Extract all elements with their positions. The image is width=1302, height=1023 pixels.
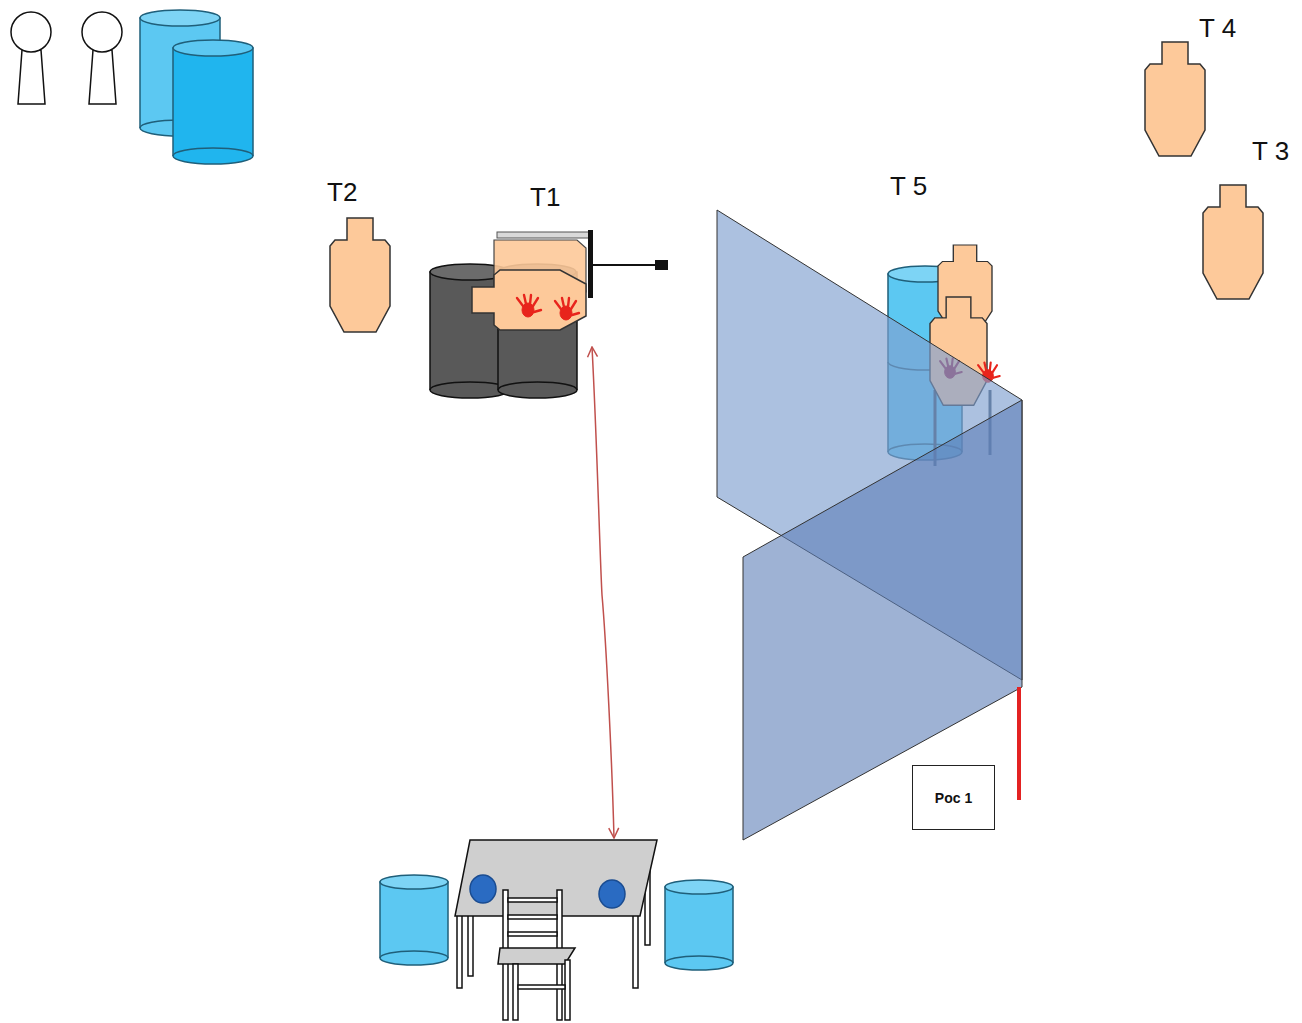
paper-target (330, 218, 390, 332)
popper (11, 12, 122, 104)
chair (498, 890, 575, 1020)
target-label: T 5 (890, 172, 927, 202)
table (455, 840, 657, 988)
target-label: T2 (327, 178, 357, 208)
target-label: T1 (530, 183, 560, 213)
distance-arrow (592, 347, 614, 838)
barrel (140, 10, 253, 164)
position-label: Poc 1 (935, 790, 972, 806)
swinger-target (472, 230, 668, 330)
position-box: Poc 1 (912, 765, 995, 830)
paper-target (1203, 185, 1263, 299)
wall (717, 210, 1022, 840)
target-label: T 3 (1252, 137, 1289, 167)
fault-line (1017, 687, 1021, 800)
paper-target (1145, 42, 1205, 156)
target-label: T 4 (1199, 14, 1236, 44)
